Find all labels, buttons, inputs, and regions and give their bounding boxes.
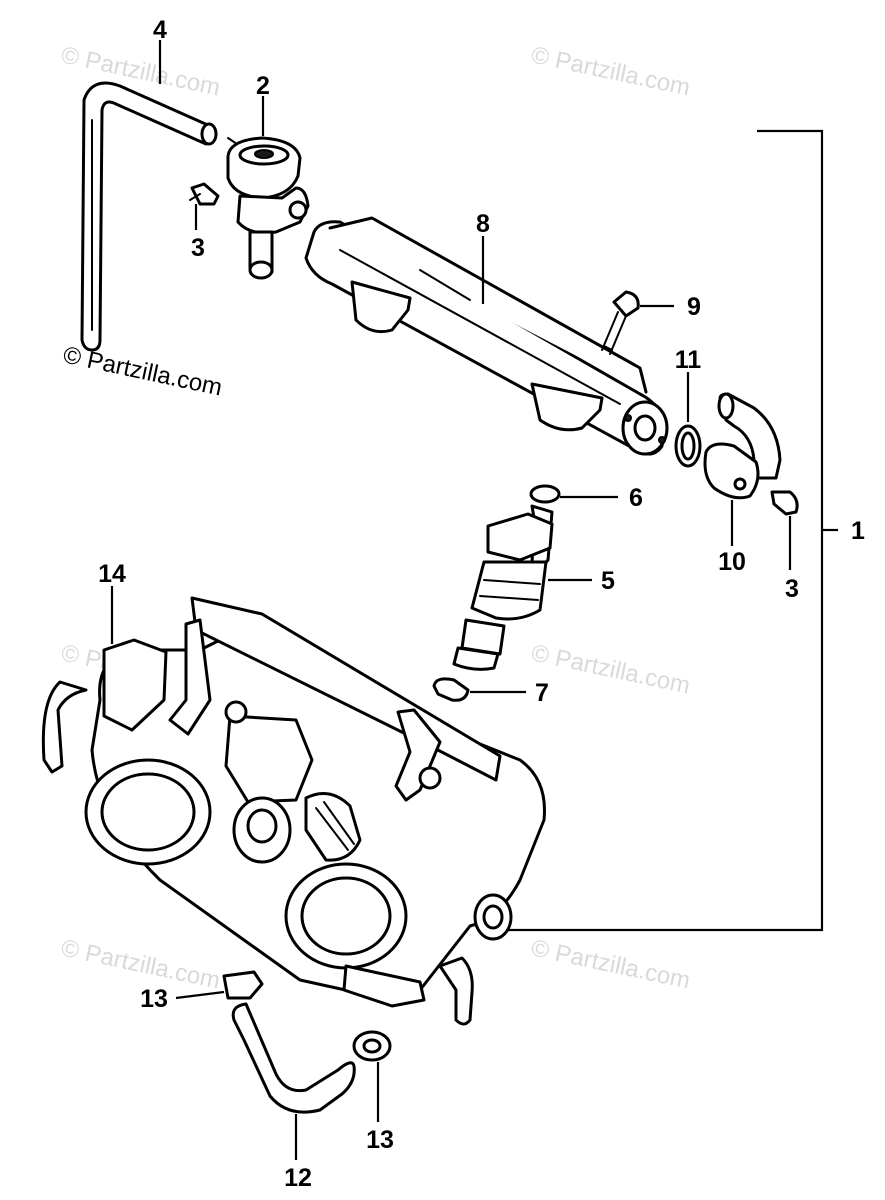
watermark-dark: © Partzilla.com	[61, 341, 225, 401]
part-3-bolt-left	[189, 182, 220, 206]
part-13-clip-left	[222, 970, 264, 1000]
callout-11: 11	[675, 346, 702, 374]
part-9-bolt	[601, 290, 640, 355]
watermark: © Partzilla.com	[59, 41, 223, 101]
callout-12: 12	[284, 1164, 312, 1192]
part-4-vacuum-hose	[80, 81, 218, 352]
callout-14: 14	[98, 560, 126, 588]
part-6-seal	[529, 484, 561, 504]
callout-6: 6	[629, 484, 643, 512]
part-11-o-ring	[674, 424, 702, 468]
watermark: © Partzilla.com	[529, 639, 693, 699]
callout-7: 7	[535, 679, 549, 707]
callout-3-left: 3	[191, 234, 205, 262]
watermark: © Partzilla.com	[529, 934, 693, 994]
callout-2: 2	[256, 72, 270, 100]
part-12-hose	[231, 1002, 356, 1114]
leader-lines	[110, 40, 792, 1160]
part-14-linkage-bracket	[102, 638, 168, 732]
part-3-bolt-right	[770, 490, 799, 516]
part-10-inlet-joint	[703, 392, 782, 500]
callout-4: 4	[153, 16, 167, 44]
part-8-fuel-rail	[304, 216, 669, 456]
callout-9: 9	[687, 293, 701, 321]
part-13-clip-right	[352, 1030, 392, 1062]
callout-13-right: 13	[366, 1126, 394, 1154]
callout-13-left: 13	[140, 985, 168, 1013]
callouts: 4 2 3 8 9 11 1 6 10 5 3 14 7 13 13 12	[98, 16, 865, 1192]
watermark: © Partzilla.com	[529, 41, 693, 101]
callout-5: 5	[601, 567, 615, 595]
assembly-bracket	[507, 129, 838, 932]
callout-3-right: 3	[785, 575, 799, 603]
callout-10: 10	[718, 548, 746, 576]
callout-1: 1	[851, 517, 865, 545]
callout-8: 8	[476, 210, 490, 238]
part-5-injector	[452, 504, 554, 671]
part-7-cushion	[432, 677, 470, 702]
part-2-pressure-regulator	[226, 136, 310, 280]
throttle-body-assembly	[41, 596, 546, 1026]
